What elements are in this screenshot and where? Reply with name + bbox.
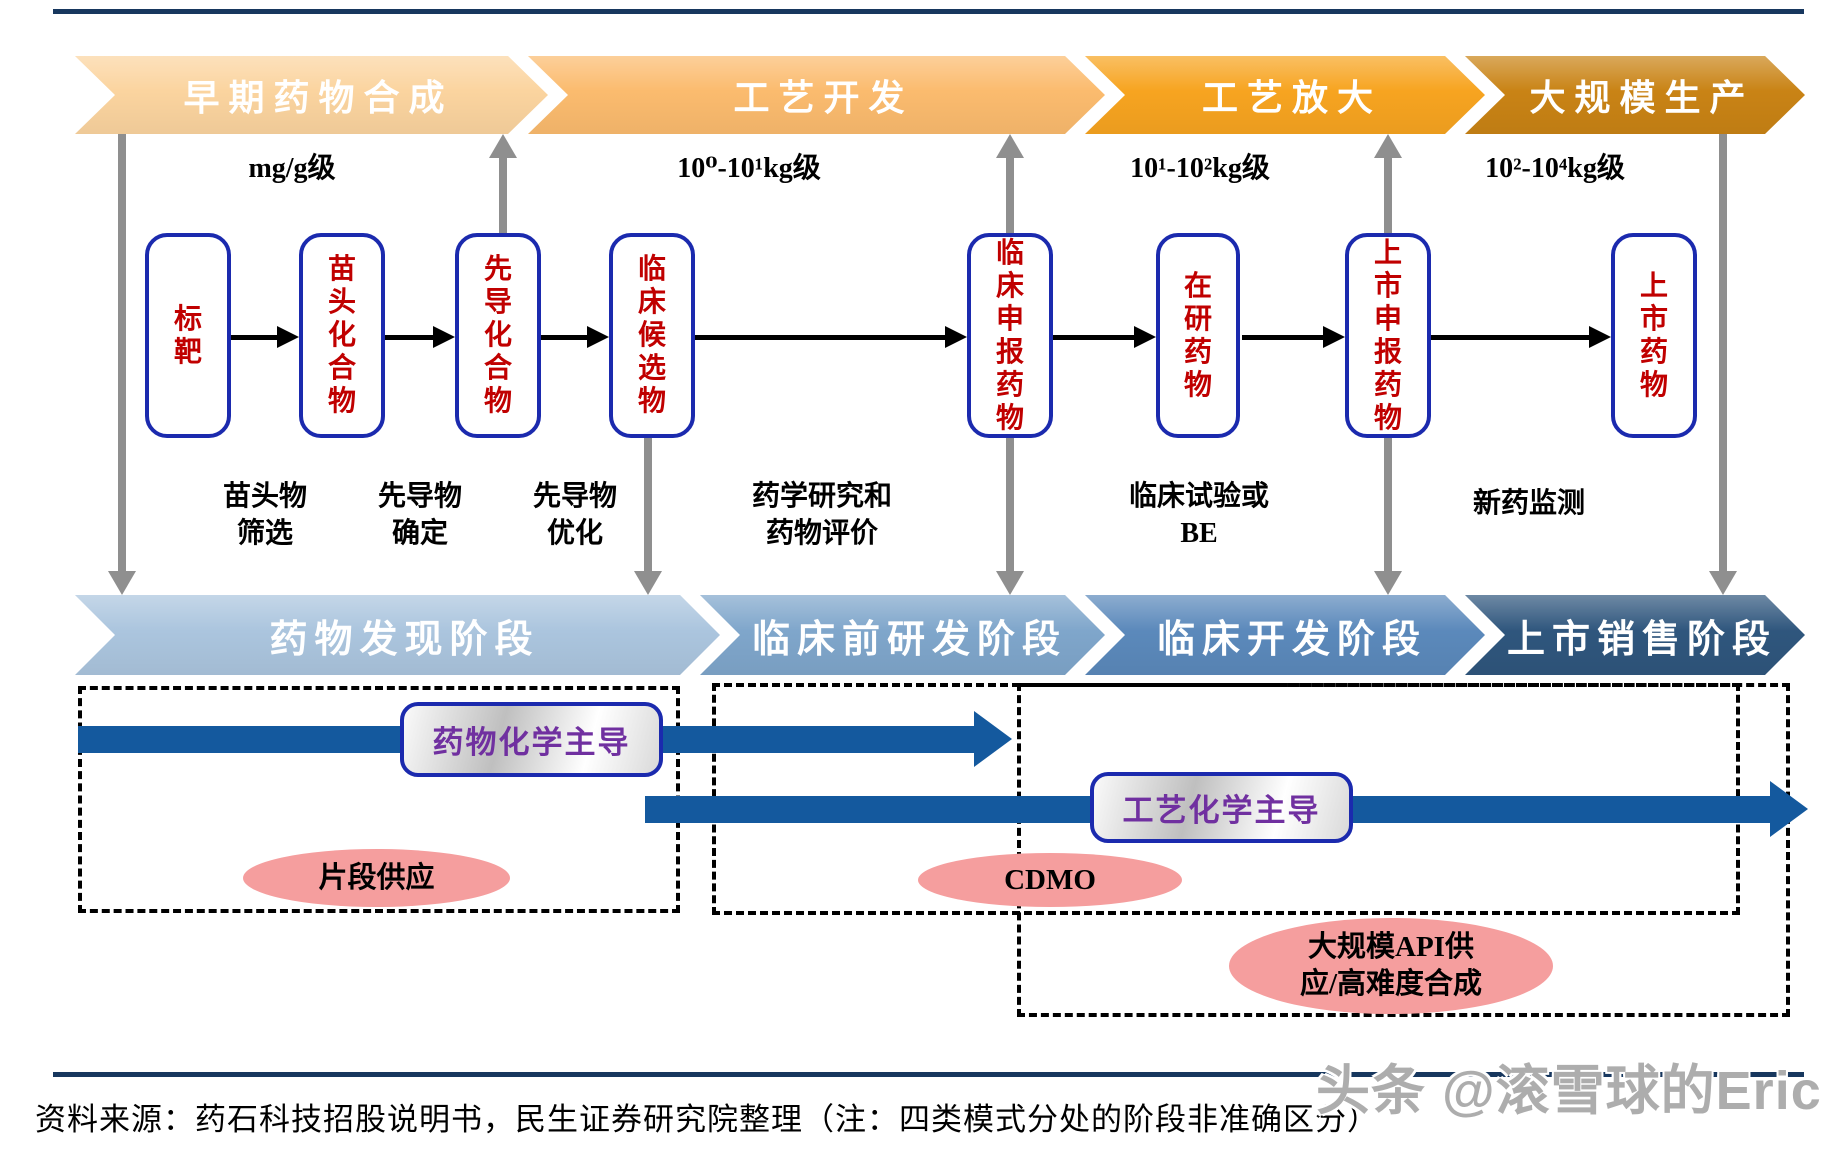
compound-label: 上市申报药物	[1373, 237, 1402, 434]
compound-label: 临床候选物	[637, 254, 666, 417]
watermark: 头条 @滚雪球的Eric	[1316, 1061, 1822, 1121]
banner-drug-discovery-phase: 药物发现阶段	[75, 595, 720, 675]
connector-up-ind-drug	[996, 134, 1024, 233]
compound-box-in-research: 在研药物	[1156, 233, 1240, 438]
medicinal-chemistry-label-box: 药物化学主导	[400, 702, 663, 777]
compound-box-marketed: 上市药物	[1611, 233, 1697, 438]
api-supply-ellipse: 大规模API供 应/高难度合成	[1229, 918, 1553, 1014]
flow-arrow	[385, 326, 455, 348]
banner-process-development: 工艺开发	[528, 56, 1105, 134]
connector-down-candidate	[634, 438, 662, 595]
banner-label: 早期药物合成	[183, 78, 454, 118]
connector-up-lead-compound	[489, 134, 517, 233]
flow-arrow	[1242, 326, 1345, 348]
transition-hit-screening: 苗头物 筛选	[222, 481, 307, 549]
compound-box-nda-filing: 上市申报药物	[1345, 233, 1431, 438]
mode-label: 药物化学主导	[432, 725, 631, 760]
scale-label-kg-3: 10²-10⁴kg级	[1485, 153, 1625, 184]
transition-lead-optimization: 先导物 优化	[532, 481, 617, 549]
banner-label: 上市销售阶段	[1506, 618, 1777, 661]
banner-label: 工艺放大	[1201, 78, 1382, 118]
transition-clinical-trial-be: 临床试验或 BE	[1128, 481, 1269, 549]
connector-down-left	[108, 134, 136, 595]
flow-arrow	[1431, 326, 1611, 348]
source-note: 资料来源：药石科技招股说明书，民生证券研究院整理（注：四类模式分处的阶段非准确区…	[35, 1102, 1379, 1137]
compound-label: 苗头化合物	[327, 254, 356, 417]
banner-label: 药物发现阶段	[269, 618, 540, 661]
banner-label: 临床开发阶段	[1156, 618, 1427, 661]
compound-label: 临床申报药物	[995, 237, 1024, 434]
compound-label: 在研药物	[1183, 270, 1212, 401]
connector-up-nda-drug	[1374, 134, 1402, 233]
banner-label: 工艺开发	[733, 78, 914, 118]
connector-down-ind-drug	[996, 438, 1024, 595]
transition-new-drug-monitoring: 新药监测	[1472, 488, 1585, 519]
flow-arrow	[695, 326, 967, 348]
compound-label: 标靶	[173, 303, 202, 368]
compound-box-target: 标靶	[145, 233, 231, 438]
bottom-rule	[53, 1072, 1804, 1077]
compound-label: 先导化合物	[483, 254, 512, 417]
mode-label: 工艺化学主导	[1122, 793, 1321, 828]
flow-arrow	[1053, 326, 1156, 348]
connector-down-nda-drug	[1374, 438, 1402, 595]
flow-arrow	[231, 326, 299, 348]
top-rule	[53, 9, 1804, 14]
transition-pharm-research: 药学研究和 药物评价	[751, 481, 892, 549]
ellipse-label: CDMO	[1004, 863, 1096, 896]
banner-clinical-development-phase: 临床开发阶段	[1085, 595, 1485, 675]
banner-label: 临床前研发阶段	[751, 618, 1067, 661]
banner-early-synthesis: 早期药物合成	[75, 56, 548, 134]
ellipse-label: 片段供应	[318, 861, 435, 894]
banner-preclinical-phase: 临床前研发阶段	[700, 595, 1105, 675]
banner-label: 大规模生产	[1529, 78, 1755, 118]
mode-box-api	[1017, 683, 1790, 1017]
banner-mass-production: 大规模生产	[1465, 56, 1805, 134]
fragment-supply-ellipse: 片段供应	[243, 849, 510, 907]
flow-arrow	[541, 326, 609, 348]
process-chemistry-label-box: 工艺化学主导	[1090, 772, 1353, 843]
scale-label-kg-1: 10⁰-10¹kg级	[677, 153, 821, 184]
scale-label-kg-2: 10¹-10²kg级	[1130, 153, 1270, 184]
compound-box-lead: 先导化合物	[455, 233, 541, 438]
cdmo-ellipse: CDMO	[918, 853, 1182, 907]
transition-lead-identification: 先导物 确定	[377, 481, 462, 549]
compound-box-candidate: 临床候选物	[609, 233, 695, 438]
compound-box-ind-filing: 临床申报药物	[967, 233, 1053, 438]
ellipse-label: 大规模API供 应/高难度合成	[1299, 931, 1483, 1000]
scale-label-mg-g: mg/g级	[248, 153, 336, 184]
compound-label: 上市药物	[1639, 270, 1668, 401]
compound-box-hit: 苗头化合物	[299, 233, 385, 438]
connector-down-right	[1709, 134, 1737, 595]
banner-marketing-sales-phase: 上市销售阶段	[1465, 595, 1805, 675]
banner-process-scaleup: 工艺放大	[1085, 56, 1485, 134]
